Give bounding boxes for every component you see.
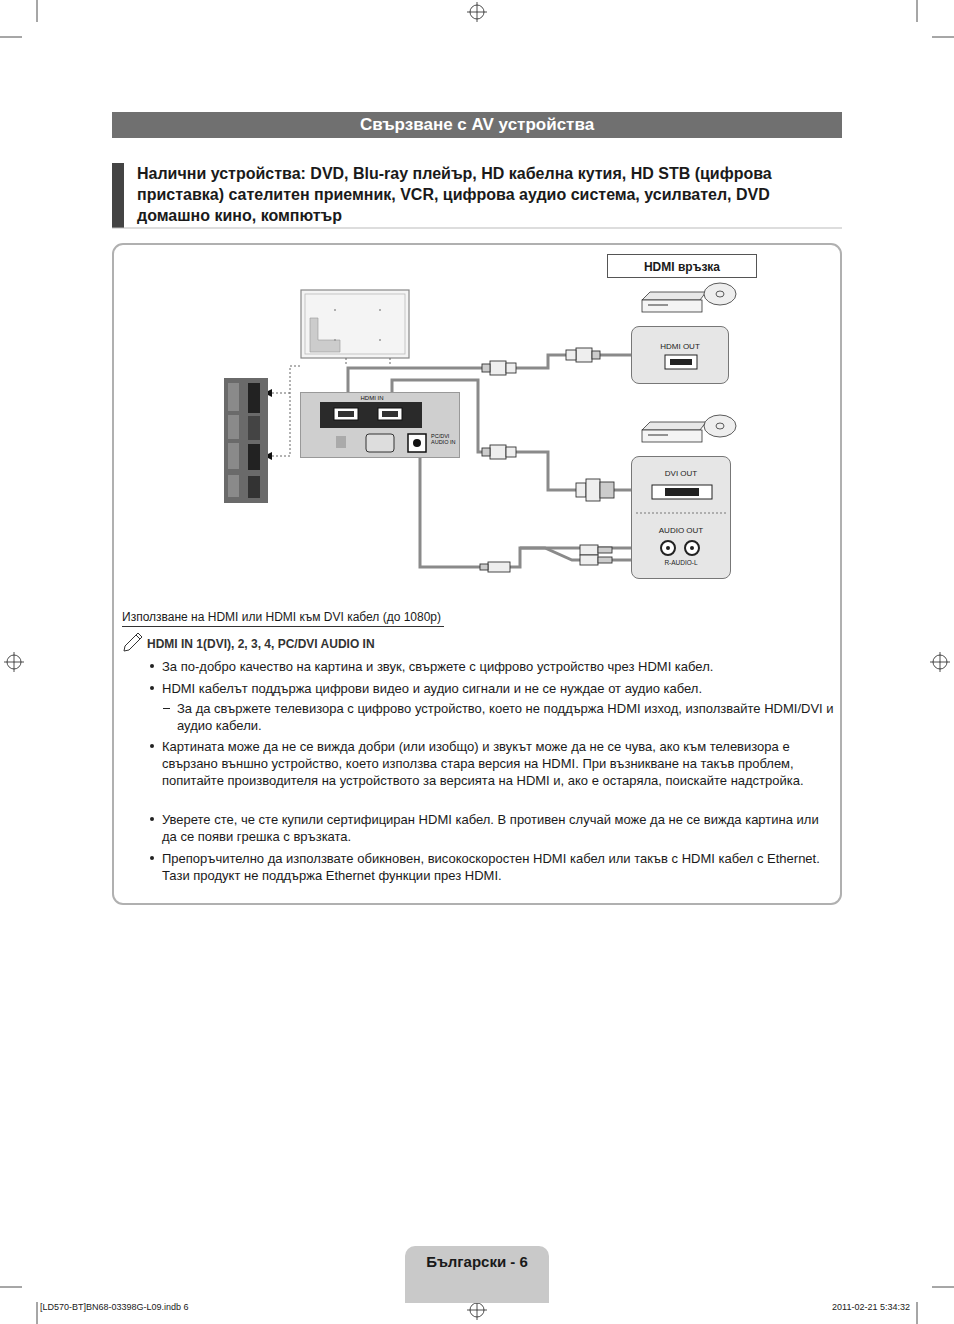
- dash-mark: [163, 708, 170, 709]
- caption: Използване на HDMI или HDMI към DVI кабе…: [122, 610, 441, 625]
- note-text: HDMI кабелът поддържа цифрови видео и ау…: [162, 680, 834, 697]
- node-text: AUDIO OUT: [632, 526, 730, 535]
- bullet-dot: [150, 664, 154, 668]
- dvd-player: [642, 283, 736, 312]
- connection-type-box: HDMI връзка: [607, 254, 757, 278]
- minijack-plug: [480, 562, 510, 572]
- note-heading: HDMI IN 1(DVI), 2, 3, 4, PC/DVI AUDIO IN: [147, 637, 747, 652]
- rca-branch: [520, 548, 631, 560]
- print-info: [LD570-BT]BN68-03398G-L09.indb 6: [40, 1302, 300, 1313]
- node-text: HDMI IN: [321, 395, 423, 401]
- node-text: HDMI връзка: [608, 260, 756, 274]
- rca-jacks: [661, 541, 699, 555]
- dvd-player: [642, 415, 736, 442]
- dvi-out-port: [652, 485, 712, 499]
- bullet-dot: [150, 686, 154, 690]
- node-text: DVI OUT: [632, 469, 730, 478]
- hdmi-plug: [566, 348, 600, 362]
- separator: [636, 513, 726, 514]
- note-text: Препоръчително да използвате обикновен, …: [162, 850, 834, 884]
- node-text: HDMI OUT: [632, 342, 728, 351]
- title-bar: [112, 112, 842, 138]
- tv-jack-panel: HDMI IN PC/DVI AUDIO IN: [300, 392, 460, 458]
- tv-ports: [320, 402, 426, 452]
- hdmi-plug: [482, 361, 516, 375]
- device-panel: HDMI OUT: [631, 326, 729, 384]
- caption-rule: [122, 626, 444, 627]
- note-icon: [124, 633, 142, 651]
- dvi-plug: [576, 479, 614, 501]
- hdmi-out-port: [665, 355, 697, 369]
- node-text: PC/DVI AUDIO IN: [431, 433, 459, 445]
- note-text: За да свържете телевизора с цифрово устр…: [177, 700, 834, 734]
- note-text: Картината може да не се вижда добри (или…: [162, 738, 834, 789]
- section-title: Свързване с AV устройства: [112, 114, 842, 136]
- page-tab: [405, 1246, 549, 1303]
- heading-rule: [112, 228, 842, 229]
- print-info: 2011-02-21 5:34:32: [760, 1302, 910, 1313]
- node-text: R-AUDIO-L: [632, 559, 730, 566]
- rca-plug: [580, 545, 612, 565]
- bullet-dot: [150, 744, 154, 748]
- note-text: Уверете сте, че сте купили сертифициран …: [162, 811, 834, 845]
- note-text: За по-добро качество на картина и звук, …: [162, 658, 834, 675]
- bullet-dot: [150, 817, 154, 821]
- device-panel: DVI OUT AUDIO OUT R-AUDIO-L: [631, 456, 731, 579]
- bullet-dot: [150, 856, 154, 860]
- page-number: Български - 6: [405, 1253, 549, 1271]
- content-frame: [113, 244, 841, 904]
- section-heading: Налични устройства: DVD, Blu-ray плейър,…: [137, 163, 827, 226]
- cable: [420, 458, 631, 567]
- side-panel: [224, 378, 268, 503]
- tv-back: [301, 290, 409, 358]
- heading-bar: [112, 163, 124, 228]
- hdmi-plug: [482, 445, 516, 459]
